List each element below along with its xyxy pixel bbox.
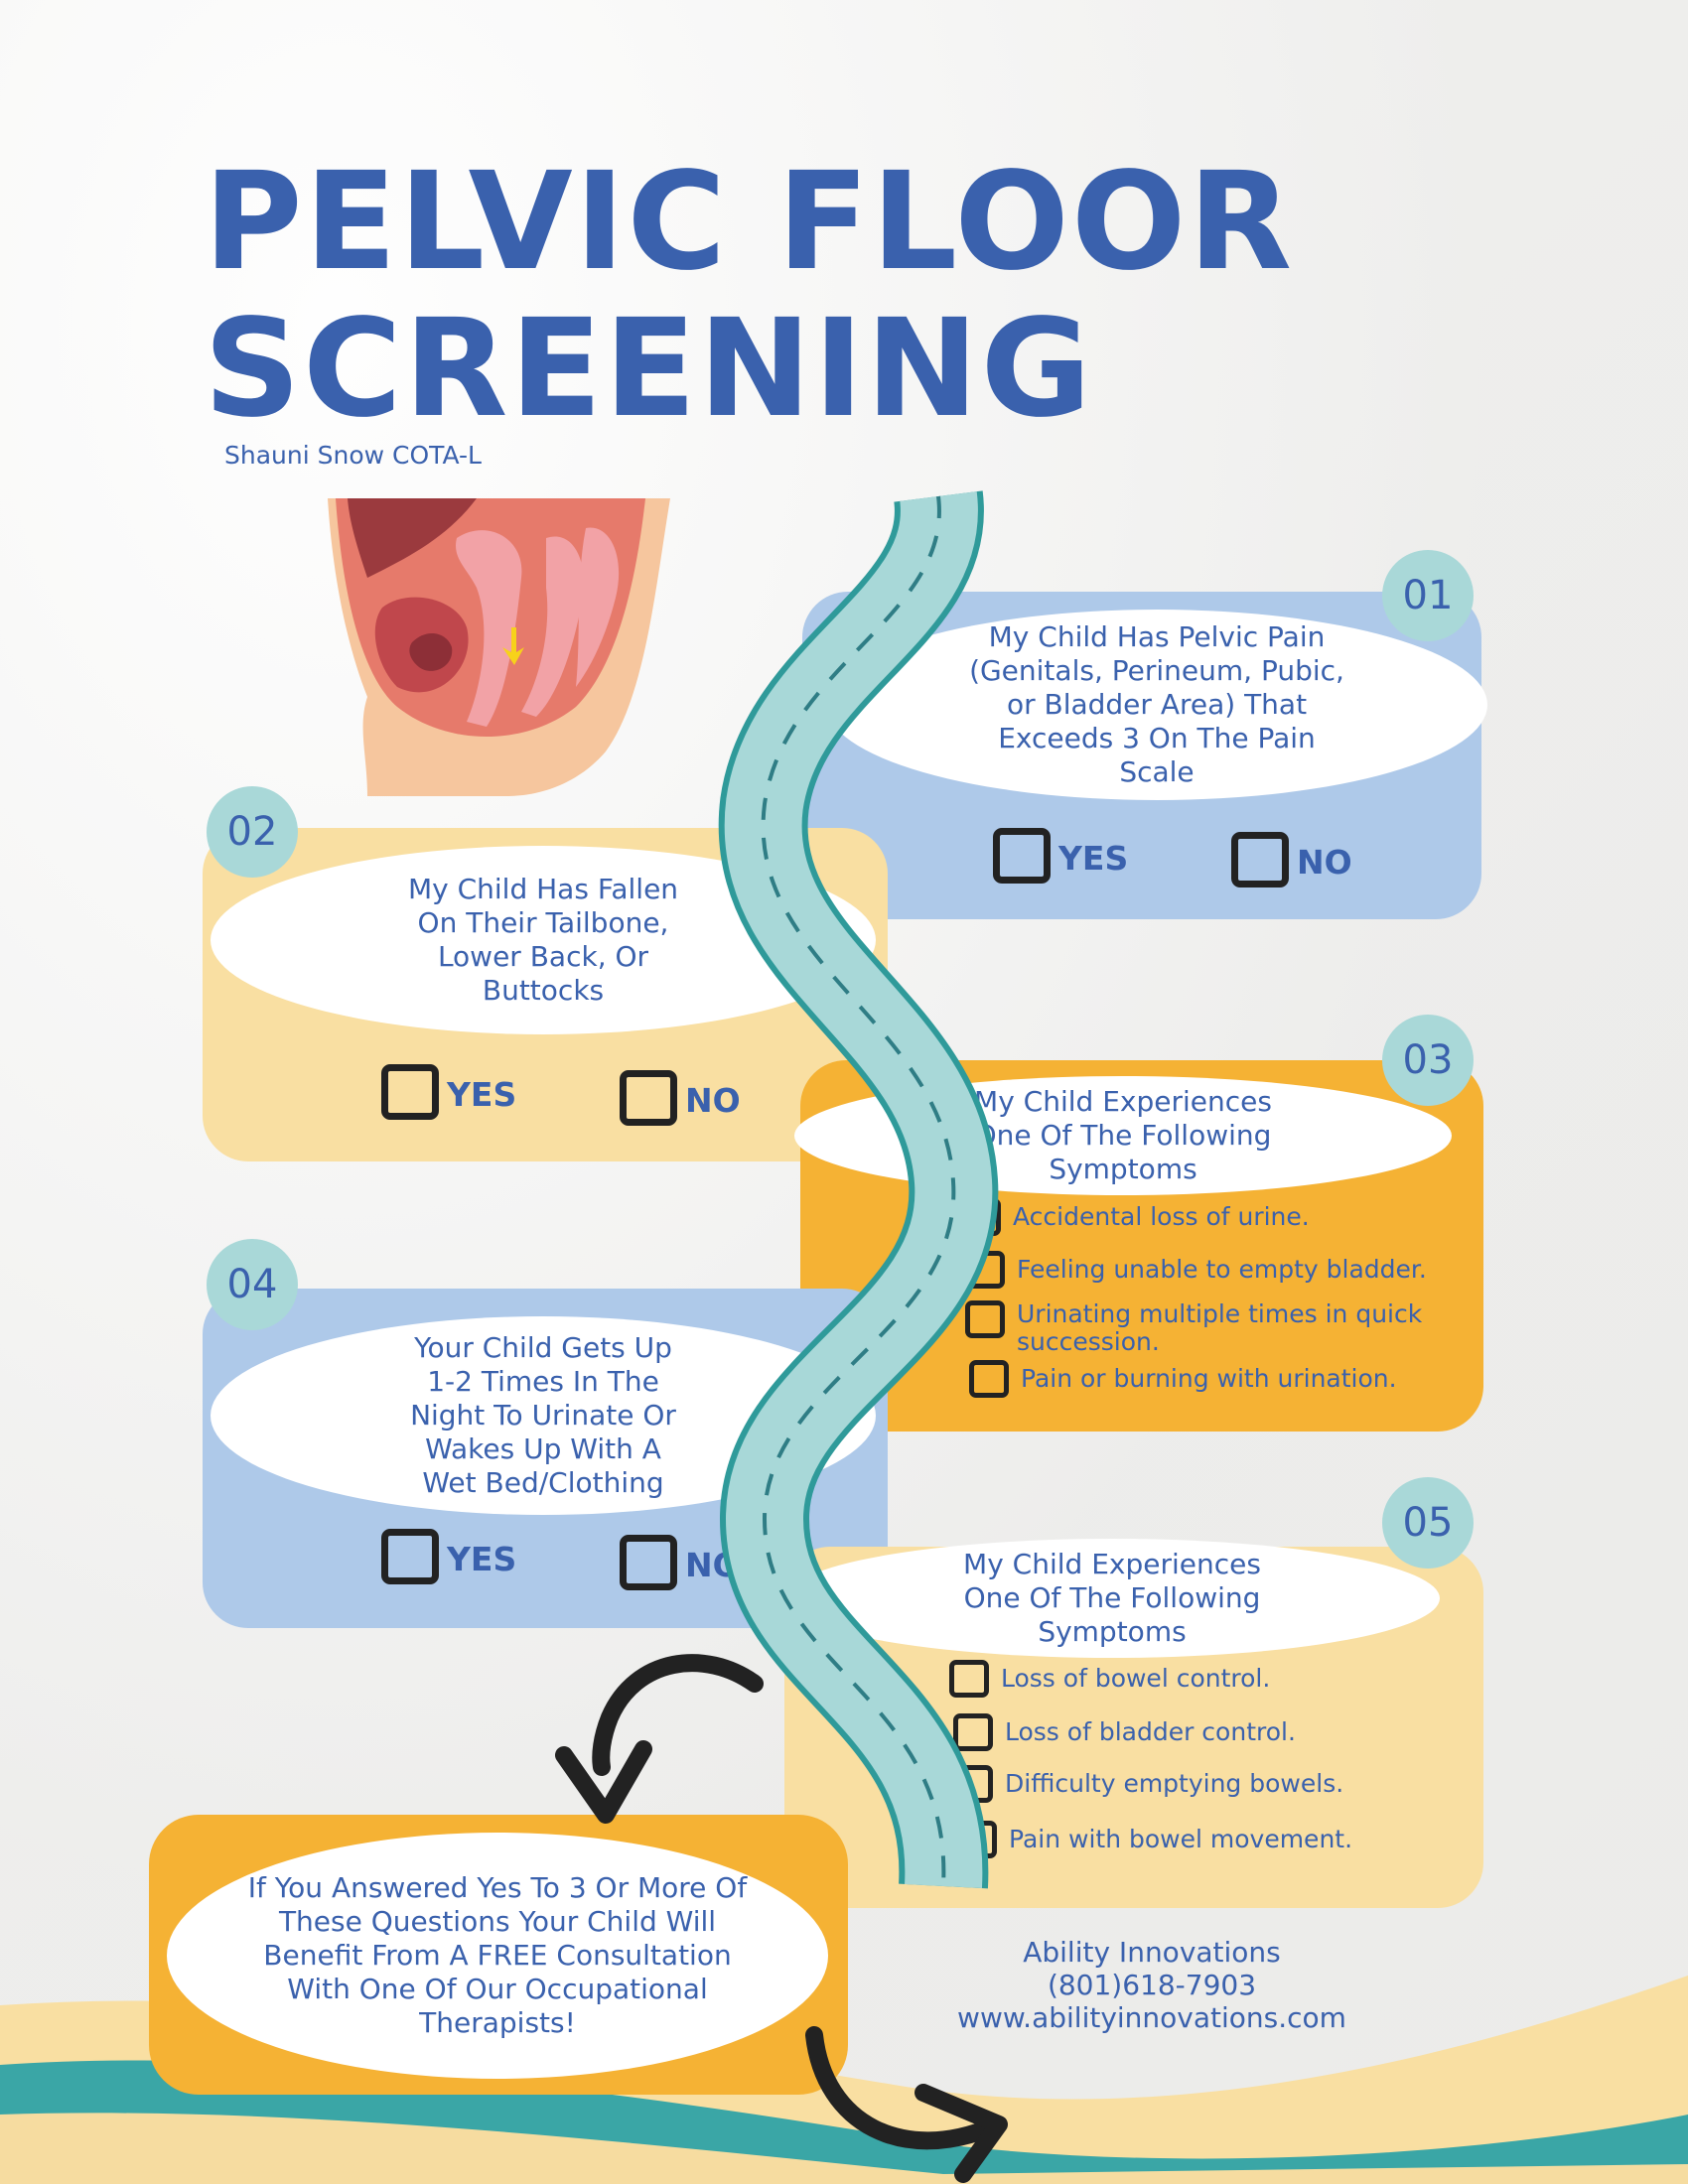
question-number-05: 05 xyxy=(1382,1477,1474,1569)
q5-option-3[interactable]: Difficulty emptying bowels. xyxy=(953,1765,1343,1803)
q3-checkbox-4[interactable] xyxy=(969,1360,1009,1398)
q5-option-4-label: Pain with bowel movement. xyxy=(1009,1825,1353,1853)
yes-checkbox-04[interactable] xyxy=(381,1529,439,1584)
q3-option-4[interactable]: Pain or burning with urination. xyxy=(969,1360,1397,1398)
no-option-02[interactable]: NO xyxy=(620,1070,741,1126)
question-number-02: 02 xyxy=(207,786,298,878)
q5-option-1[interactable]: Loss of bowel control. xyxy=(949,1660,1270,1698)
q3-option-2-label: Feeling unable to empty bladder. xyxy=(1017,1255,1427,1284)
phone-number[interactable]: (801)618-7903 xyxy=(1047,1969,1257,2001)
q5-option-2[interactable]: Loss of bladder control. xyxy=(953,1713,1296,1751)
yes-label-02: YES xyxy=(447,1074,517,1114)
q5-option-3-label: Difficulty emptying bowels. xyxy=(1005,1769,1344,1798)
question-number-03: 03 xyxy=(1382,1015,1474,1106)
q5-option-2-label: Loss of bladder control. xyxy=(1005,1717,1296,1746)
no-option-01[interactable]: NO xyxy=(1231,832,1352,887)
yes-label-01: YES xyxy=(1058,838,1129,878)
title-line-1: PELVIC FLOOR xyxy=(204,144,1295,301)
no-checkbox-01[interactable] xyxy=(1231,832,1289,887)
yes-option-01[interactable]: YES xyxy=(993,828,1128,884)
no-label-01: NO xyxy=(1297,842,1352,882)
yes-option-02[interactable]: YES xyxy=(381,1064,516,1120)
winding-road xyxy=(718,490,999,1889)
q3-option-1[interactable]: Accidental loss of urine. xyxy=(961,1198,1310,1236)
question-number-04: 04 xyxy=(207,1239,298,1330)
website-link[interactable]: www.abilityinnovations.com xyxy=(957,2001,1346,2034)
conclusion-text: If You Answered Yes To 3 Or More Of Thes… xyxy=(167,1833,828,2079)
q5-checkbox-2[interactable] xyxy=(953,1713,993,1751)
q5-option-4[interactable]: Pain with bowel movement. xyxy=(957,1821,1352,1858)
company-name: Ability Innovations xyxy=(1023,1936,1281,1969)
q3-option-1-label: Accidental loss of urine. xyxy=(1013,1202,1310,1231)
yes-checkbox-01[interactable] xyxy=(993,828,1051,884)
yes-checkbox-02[interactable] xyxy=(381,1064,439,1120)
author-name: Shauni Snow COTA-L xyxy=(224,441,482,470)
yes-option-04[interactable]: YES xyxy=(381,1529,516,1584)
question-05-text: My Child Experiences One Of The Followin… xyxy=(784,1539,1440,1658)
q3-option-3[interactable]: Urinating multiple times in quick succes… xyxy=(965,1300,1434,1356)
yes-label-04: YES xyxy=(447,1539,517,1578)
q3-option-4-label: Pain or burning with urination. xyxy=(1021,1364,1397,1393)
question-01-text: My Child Has Pelvic Pain (Genitals, Peri… xyxy=(826,610,1487,800)
title-line-2: SCREENING xyxy=(204,291,1094,448)
pelvic-anatomy-illustration xyxy=(328,498,670,796)
contact-block: Ability Innovations (801)618-7903 www.ab… xyxy=(943,1936,1360,2034)
page-title: PELVIC FLOOR SCREENING xyxy=(204,149,1294,443)
q5-checkbox-1[interactable] xyxy=(949,1660,989,1698)
q3-option-3-label: Urinating multiple times in quick succes… xyxy=(1017,1299,1423,1356)
q3-checkbox-3[interactable] xyxy=(965,1300,1005,1338)
no-checkbox-02[interactable] xyxy=(620,1070,677,1126)
curved-arrow-down-left-icon xyxy=(555,1654,764,1824)
no-checkbox-04[interactable] xyxy=(620,1535,677,1590)
q3-option-2[interactable]: Feeling unable to empty bladder. xyxy=(965,1251,1427,1289)
q5-option-1-label: Loss of bowel control. xyxy=(1001,1664,1271,1693)
question-number-01: 01 xyxy=(1382,550,1474,641)
curved-arrow-right-icon xyxy=(805,2026,1008,2183)
no-label-02: NO xyxy=(685,1080,741,1120)
